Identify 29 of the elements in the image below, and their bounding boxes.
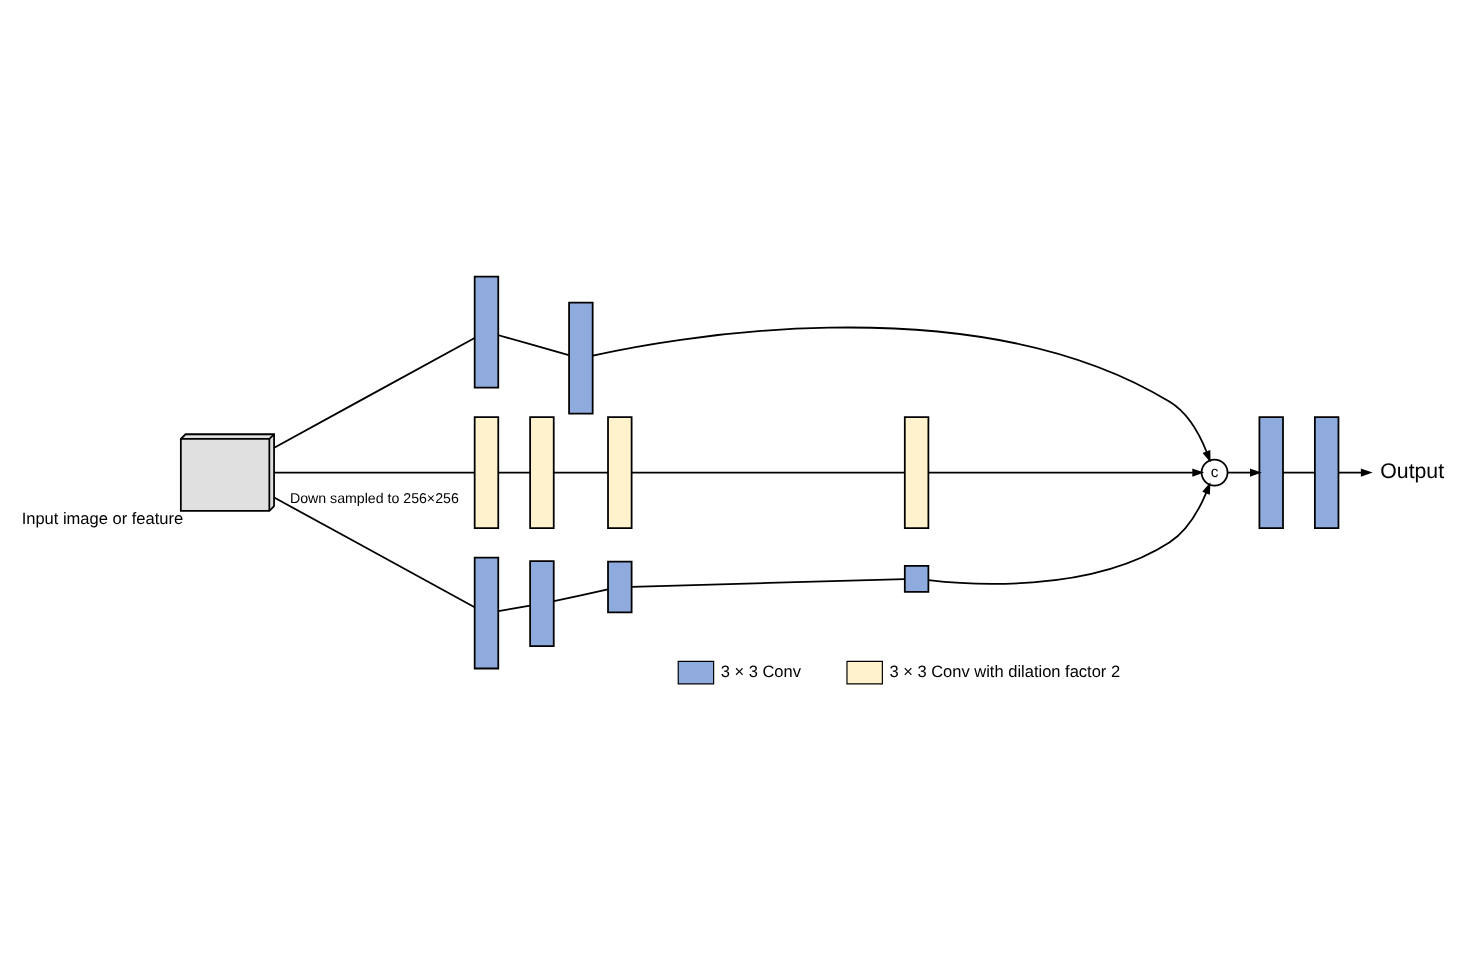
- node-bar: [607, 559, 633, 613]
- arrow: [1226, 467, 1262, 476]
- connector: [497, 603, 531, 611]
- connector: [497, 470, 531, 473]
- node-bar: [473, 415, 500, 528]
- arrow: [927, 481, 1211, 584]
- arrow: [1337, 467, 1373, 476]
- connector: [630, 470, 906, 473]
- arrow: [591, 325, 1211, 462]
- node-bar: [903, 563, 930, 592]
- node-bar: [1314, 415, 1340, 528]
- node-bar: [529, 559, 555, 646]
- arrow: [927, 467, 1205, 476]
- connector: [273, 495, 476, 608]
- connector: [553, 587, 609, 602]
- node-text: Output: [1380, 458, 1445, 483]
- node-bar: [529, 415, 555, 528]
- node-bar: [903, 415, 930, 528]
- node-bar: [607, 415, 633, 528]
- connector: [273, 336, 476, 448]
- node-bar: [473, 274, 500, 388]
- node-bar: [568, 300, 594, 414]
- connector: [1282, 470, 1316, 473]
- connector: [553, 470, 609, 473]
- connector: [497, 333, 570, 355]
- node-bar: [473, 555, 500, 669]
- connector: [630, 577, 906, 587]
- connector: [273, 470, 476, 473]
- node-bar: [1258, 415, 1284, 528]
